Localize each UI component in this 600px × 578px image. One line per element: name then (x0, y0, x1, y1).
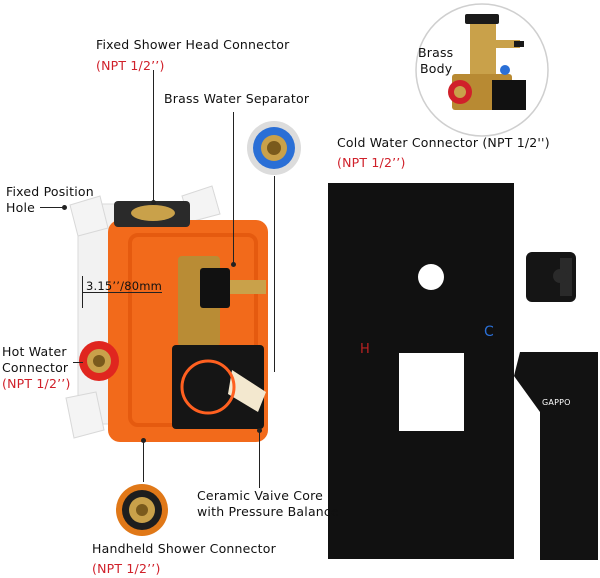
label-brass-body-line1: Brass (418, 45, 454, 60)
leader-fixed-head-dot (151, 200, 156, 205)
leader-fixed-position (40, 207, 64, 208)
label-ceramic-line1: Ceramic Vaive Core (197, 488, 324, 503)
leader-handheld-dot (141, 438, 146, 443)
label-brass-water-separator: Brass Water Separator (164, 91, 310, 106)
plate-hot-letter: H (360, 342, 370, 357)
label-fixed-position-line1: Fixed Position (6, 184, 94, 199)
fitting-bottom-orange (116, 484, 168, 536)
label-hot-water-spec: (NPT 1/2’’) (2, 376, 71, 391)
leader-hot (73, 362, 83, 363)
plate-cold-letter: C (484, 324, 494, 340)
trim-plate (328, 183, 514, 559)
label-handheld-shower: Handheld Shower Connector (92, 541, 276, 556)
leader-ceramic-dot (257, 428, 262, 433)
leader-fixed-head (153, 70, 154, 202)
label-fixed-shower-head-spec: (NPT 1/2’’) (96, 58, 165, 73)
brass-body-inset (415, 3, 549, 137)
leader-ceramic (259, 430, 260, 488)
label-hot-water-line2: Connector (2, 360, 69, 375)
brand-logo: GAPPO (542, 398, 571, 407)
dimension-tick-left (82, 276, 83, 308)
leader-brass-separator-dot (231, 262, 236, 267)
leader-handheld (143, 440, 144, 482)
label-cold-water-connector: Cold Water Connector (NPT 1/2'') (337, 135, 550, 150)
label-cold-water-spec: (NPT 1/2’’) (337, 155, 406, 170)
label-brass-body-line2: Body (420, 61, 453, 76)
label-fixed-position-line2: Hole (6, 200, 36, 215)
lever-handle (514, 352, 598, 560)
fitting-top-blue (247, 121, 301, 175)
label-ceramic-line2: with Pressure Balance (197, 504, 339, 519)
label-dimension: 3.15’’/80mm (86, 279, 163, 293)
label-handheld-shower-spec: (NPT 1/2’’) (92, 561, 161, 576)
dimension-line (82, 292, 162, 293)
label-hot-water-line1: Hot Water (2, 344, 67, 359)
valve-housing (65, 185, 268, 442)
leader-fitting-top (274, 176, 275, 372)
cube-knob (526, 252, 576, 302)
label-fixed-shower-head: Fixed Shower Head Connector (96, 37, 290, 52)
leader-fixed-position-dot (62, 205, 67, 210)
leader-brass-separator (233, 112, 234, 264)
